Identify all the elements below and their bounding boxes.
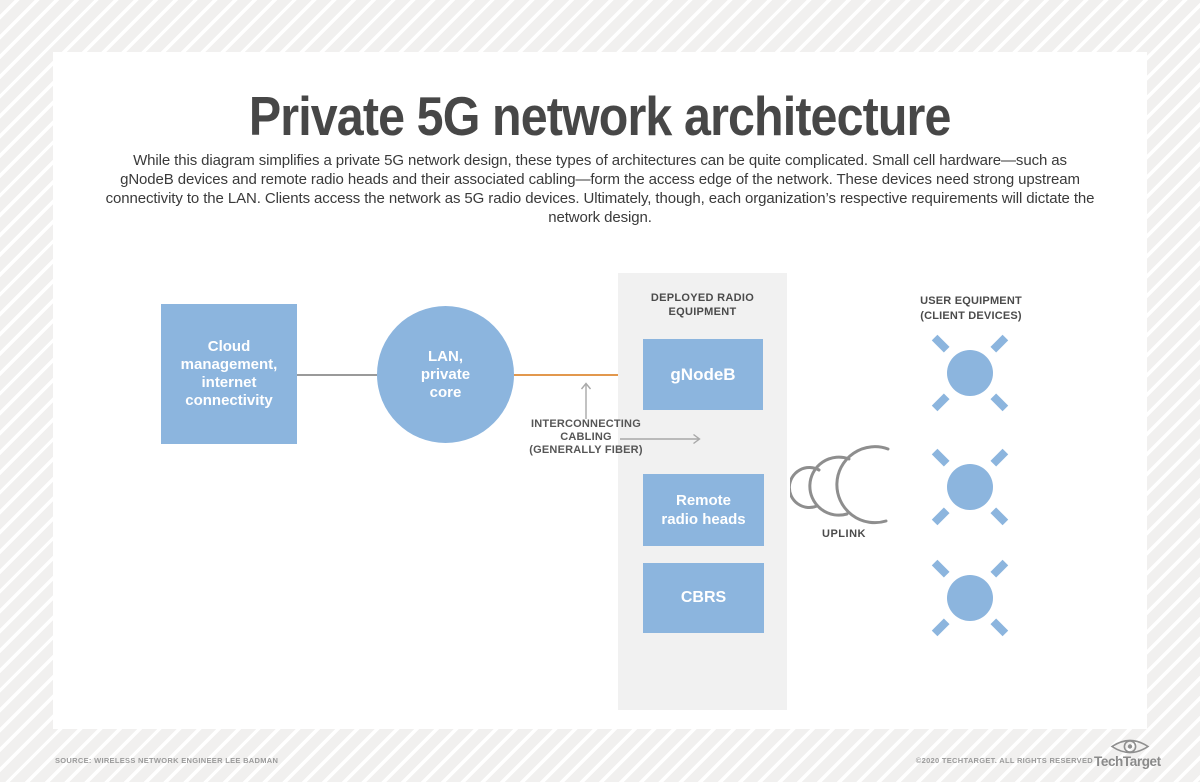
cloud-management-node: Cloud management, internet connectivity [161, 304, 297, 444]
remote-radio-heads-node: Remote radio heads [643, 474, 764, 546]
interconnecting-cabling-label: INTERCONNECTING CABLING (GENERALLY FIBER… [529, 418, 643, 456]
right-arrow-icon [620, 433, 701, 445]
techtarget-logo: TechTarget [1094, 738, 1161, 769]
uplink-label: UPLINK [822, 528, 866, 540]
cloud-lan-connector-line [297, 374, 377, 376]
cbrs-node: CBRS [643, 563, 764, 633]
up-arrow-icon [580, 382, 592, 419]
user-equipment-label: USER EQUIPMENT (CLIENT DEVICES) [920, 295, 1022, 322]
deployed-radio-equipment-title: DEPLOYED RADIO EQUIPMENT [650, 292, 755, 318]
client-device-icon [931, 559, 1009, 637]
uplink-waves-icon [790, 445, 890, 525]
lan-gnodeb-cable-line [514, 374, 643, 376]
footer-copyright: ©2020 TECHTARGET. ALL RIGHTS RESERVED [915, 756, 1093, 765]
description: While this diagram simplifies a private … [105, 152, 1095, 226]
content-card: Private 5G network architecture While th… [53, 52, 1147, 729]
footer-source: SOURCE: WIRELESS NETWORK ENGINEER LEE BA… [55, 756, 279, 765]
eye-icon [1110, 739, 1150, 754]
lan-private-core-node: LAN, private core [377, 306, 514, 443]
techtarget-wordmark: TechTarget [1094, 754, 1161, 769]
page-title: Private 5G network architecture [249, 85, 952, 147]
client-device-icon [931, 448, 1009, 526]
gnodeb-node: gNodeB [643, 339, 763, 410]
client-device-icon [931, 334, 1009, 412]
